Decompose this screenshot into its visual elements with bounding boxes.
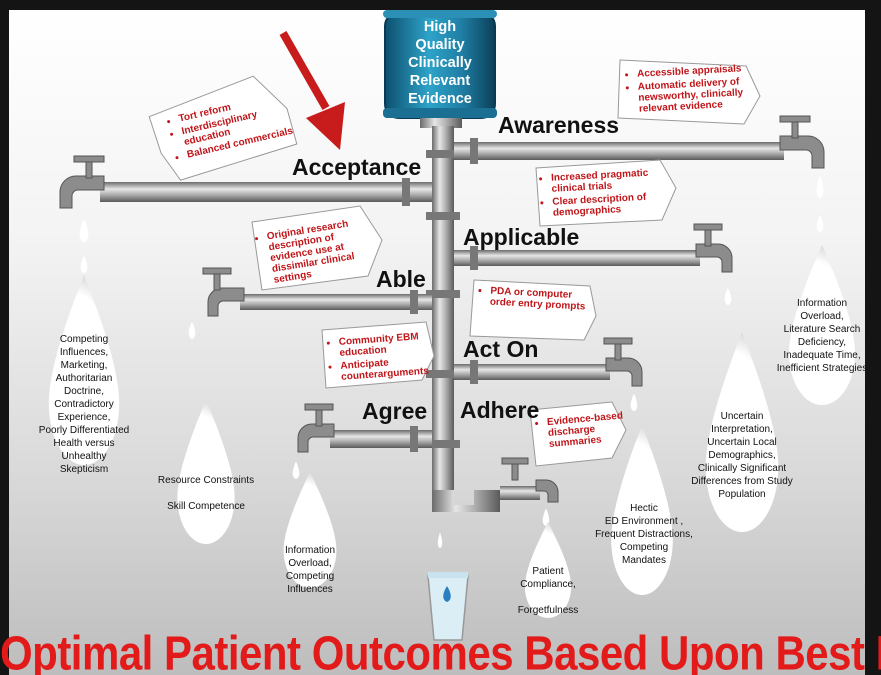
stage-label-adhere: Adhere (460, 397, 540, 423)
stage-label-act-on: Act On (463, 336, 539, 362)
water-glass-icon (427, 572, 469, 641)
barrier-applicable: Uncertain Interpretation, Uncertain Loca… (691, 411, 793, 500)
evidence-tank (383, 10, 497, 128)
faucets (59, 115, 825, 503)
tag-awareness: Accessible appraisals Automatic delivery… (625, 63, 757, 118)
stage-label-acceptance: Acceptance (292, 154, 422, 180)
barrier-adhere: Patient Compliance, Forgetfulness (517, 566, 579, 616)
tank-line: High (423, 19, 457, 35)
tag-applicable: Increased pragmatic clinical trials Clea… (539, 167, 671, 222)
tag-item: Clear description of demographics (552, 191, 671, 219)
barrier-acceptance: Competing Influences, Marketing, Authori… (38, 334, 130, 475)
tag-item: Evidence-based discharge summaries (547, 410, 632, 450)
barrier-act-on: Hectic ED Environment , Frequent Distrac… (595, 503, 693, 566)
tank-line: Evidence (408, 91, 472, 107)
main-pipe (426, 126, 500, 512)
stage-label-applicable: Applicable (463, 224, 580, 250)
tank-line: Relevant (409, 73, 471, 89)
evidence-source-label: High Quality Clinically Relevant Evidenc… (392, 18, 488, 108)
tags (148, 59, 761, 467)
tag-item: Automatic delivery of newsworthy, clinic… (637, 76, 757, 114)
barrier-able: Resource Constraints Skill Competence (157, 475, 255, 512)
tank-line: Clinically (408, 55, 472, 71)
outcome-title: Optimal Patient Outcomes Based Upon Best… (0, 626, 881, 675)
stage-label-able: Able (376, 266, 426, 292)
red-arrow (279, 31, 345, 150)
tank-line: Quality (415, 37, 465, 53)
stage-label-awareness: Awareness (498, 112, 620, 138)
tag-item: PDA or computer order entry prompts (490, 286, 595, 313)
barrier-awareness: Information Overload, Literature Search … (776, 298, 868, 374)
stage-label-agree: Agree (362, 398, 428, 424)
tag-agree: Community EBM education Anticipate count… (326, 330, 435, 385)
tag-item: Anticipate counterarguments (340, 354, 435, 382)
barrier-agree: Information Overload, Competing Influenc… (284, 545, 336, 595)
branch-pipes (100, 138, 784, 500)
